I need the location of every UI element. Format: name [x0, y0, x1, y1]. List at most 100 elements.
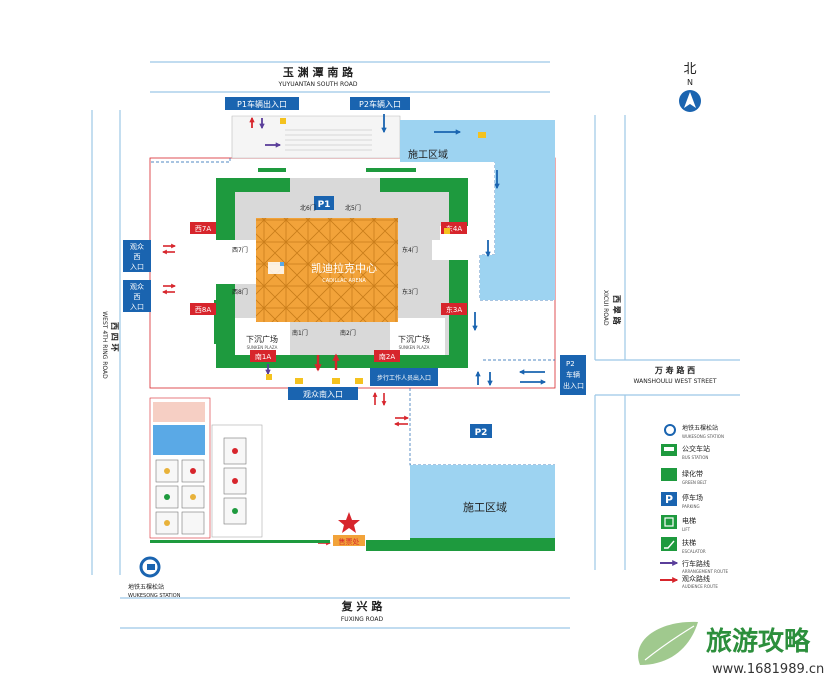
ticket-office: 售票处 — [333, 512, 365, 546]
svg-text:绿化带: 绿化带 — [682, 469, 703, 478]
road-east: XICUI ROAD 西 翠 路 — [594, 115, 626, 570]
construction-label-north: 施工区域 — [408, 148, 448, 161]
vehicle-routes — [249, 114, 547, 387]
entrance-p2-exit-label-3: 出入口 — [563, 381, 584, 390]
road-east-en: XICUI ROAD — [602, 290, 609, 326]
green-belt-icon — [661, 468, 677, 481]
svg-text:PARKING: PARKING — [682, 504, 700, 509]
arena-name-en: CADILLAC ARENA — [322, 278, 366, 284]
subway-icon — [664, 424, 676, 436]
plaza-east-en: SUNKEN PLAZA — [399, 345, 430, 350]
legend-item-subway: 地铁五棵松站 WUKESONG STATION — [664, 424, 724, 439]
svg-text:扶梯: 扶梯 — [682, 538, 696, 547]
gate-s2a: 南2A — [379, 352, 395, 361]
road-south-en: FUXING ROAD — [341, 616, 384, 623]
arena-north-entry — [290, 178, 380, 196]
sunken-plaza-west — [235, 318, 290, 355]
watermark: 旅游攻略 www.1681989.cn — [638, 621, 824, 677]
gate-badges: 西7A 西8A 东4A 东3A 南1A 南2A — [190, 222, 467, 362]
road-west-cn: 西 四 环 — [110, 322, 119, 352]
compass: 北 N — [679, 62, 701, 112]
spectator-west-2-b: 西 — [134, 293, 141, 301]
svg-text:AUDIENCE ROUTE: AUDIENCE ROUTE — [682, 584, 718, 589]
road-south-cn: 复 兴 路 — [341, 599, 384, 613]
arena-building: 凯迪拉克中心 CADILLAC ARENA — [216, 178, 468, 368]
construction-label-south: 施工区域 — [463, 501, 507, 514]
road-south: 复 兴 路 FUXING ROAD — [120, 597, 570, 629]
plaza-labels: 下沉广场 SUNKEN PLAZA 下沉广场 SUNKEN PLAZA — [246, 334, 430, 350]
southwest-facilities — [149, 397, 330, 543]
north-yard-stripes — [285, 129, 372, 151]
road-north: 玉 渊 潭 南 路 YUYUANTAN SOUTH ROAD — [150, 61, 550, 93]
entrance-p1-vehicle: P1车辆出入口 — [225, 97, 299, 110]
gate-e3: 东3门 — [402, 288, 418, 296]
gate-e3a: 东3A — [446, 305, 462, 314]
gate-s1a: 南1A — [255, 352, 271, 361]
entrance-spectator-south: 观众南入口 — [288, 387, 358, 400]
entrance-spectator-west-1: 观众 西 入口 — [123, 240, 151, 272]
legend-item-escalator: 扶梯 ESCALATOR — [661, 537, 706, 554]
lift-icon — [661, 515, 677, 529]
sunken-plaza-east — [390, 318, 445, 355]
compass-north-en: N — [687, 78, 693, 87]
gate-w7a: 西7A — [195, 225, 211, 233]
compass-north-cn: 北 — [683, 62, 696, 77]
ticket-star-icon — [338, 512, 360, 533]
spectator-south-label: 观众南入口 — [303, 389, 343, 399]
construction-zone-north-inner — [400, 140, 495, 162]
svg-text:地铁五棵松站: 地铁五棵松站 — [682, 424, 718, 432]
road-wanshou-en: WANSHOULU WEST STREET — [634, 378, 717, 385]
entrance-p2-vehicle-label: P2车辆入口 — [359, 99, 401, 109]
road-wanshou: 万 寿 路 西 WANSHOULU WEST STREET — [595, 359, 740, 396]
gate-e4a: 东4A — [446, 224, 462, 233]
construction-zone-north — [400, 120, 555, 300]
plaza-east-cn: 下沉广场 — [398, 334, 430, 344]
entrance-spectator-west-2: 观众 西 入口 — [123, 280, 151, 312]
legend-item-bus: 公交车站 BUS STATION — [661, 444, 710, 460]
gate-w7: 西7门 — [232, 246, 248, 254]
svg-text:BUS STATION: BUS STATION — [682, 455, 708, 460]
ticket-office-label: 售票处 — [339, 537, 360, 546]
svg-text:公交车站: 公交车站 — [682, 444, 710, 453]
arena-name-cn: 凯迪拉克中心 — [311, 261, 377, 275]
parking-p2-label: P2 — [475, 428, 488, 438]
entrance-p2-exit-label-2: 车辆 — [566, 370, 580, 379]
legend-item-parking: P 停车场 PARKING — [661, 492, 703, 509]
spectator-west-1-a: 观众 — [130, 243, 144, 251]
entrance-p1-vehicle-label: P1车辆出入口 — [237, 99, 287, 109]
svg-text:观众路线: 观众路线 — [682, 574, 710, 583]
road-north-en: YUYUANTAN SOUTH ROAD — [278, 81, 358, 88]
entrance-staff: 步行工作人员出入口 — [370, 368, 438, 386]
gate-w8a: 西8A — [195, 306, 211, 314]
staff-entrance-label: 步行工作人员出入口 — [377, 374, 431, 382]
gate-s1: 南1门 — [292, 329, 308, 337]
north-service-yard — [231, 115, 401, 159]
parking-p1: P1 — [314, 196, 334, 210]
parking-p2: P2 — [470, 424, 492, 438]
gate-s2: 南2门 — [340, 329, 356, 337]
road-east-cn: 西 翠 路 — [612, 295, 622, 326]
svg-text:行车路线: 行车路线 — [682, 559, 710, 568]
gates-inner: 北6门 北5门 西7门 西8门 东4门 东3门 南1门 南2门 — [232, 204, 418, 337]
road-north-cn: 玉 渊 潭 南 路 — [283, 65, 354, 79]
legend-item-green-belt: 绿化带 GREEN BELT — [661, 468, 707, 485]
spectator-west-2-a: 观众 — [130, 283, 144, 291]
entrance-p2-exit: P2 车辆 出入口 — [560, 355, 586, 395]
svg-text:LIFT: LIFT — [682, 527, 691, 532]
svg-text:电梯: 电梯 — [682, 516, 696, 525]
spectator-west-2-c: 入口 — [130, 303, 144, 311]
subway-station-cn: 地铁五棵松站 — [128, 583, 164, 591]
legend-item-pedestrian-route: 观众路线 AUDIENCE ROUTE — [660, 574, 718, 589]
road-west: WEST 4TH RING ROAD 西 四 环 — [91, 110, 121, 575]
entrance-p2-vehicle: P2车辆入口 — [350, 97, 410, 110]
subway-station: 地铁五棵松站 WUKESONG STATION — [128, 556, 181, 599]
svg-text:停车场: 停车场 — [682, 493, 703, 502]
watermark-brand: 旅游攻略 — [706, 626, 811, 657]
svg-text:P: P — [665, 493, 673, 506]
escalator-icon — [661, 537, 677, 551]
legend-item-lift: 电梯 LIFT — [661, 515, 696, 532]
parking-p1-label: P1 — [318, 200, 331, 210]
legend-item-vehicle-route: 行车路线 ARRANGEMENT ROUTE — [660, 559, 728, 574]
arena-east-entry — [432, 240, 468, 260]
